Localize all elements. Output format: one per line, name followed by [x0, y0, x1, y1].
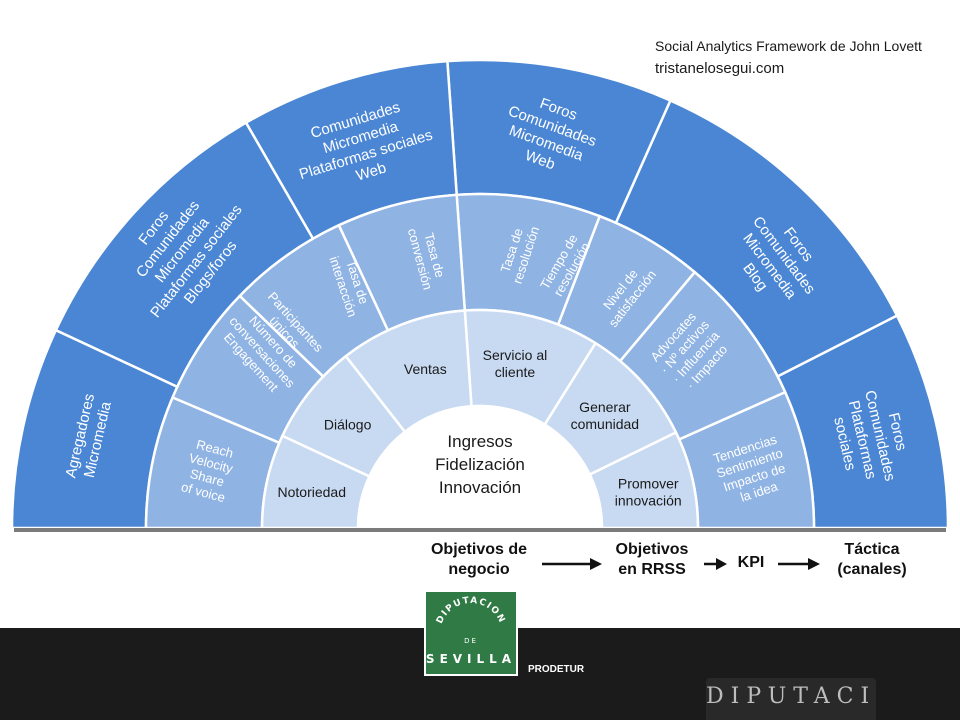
credit-title: Social Analytics Framework de John Lovet…	[655, 38, 922, 54]
footer-watermark: DIPUTACION	[706, 678, 876, 720]
framework-diagram: AgregadoresMicromediaForosComunidadesMic…	[10, 58, 950, 532]
center-label-line: Innovación	[439, 478, 521, 497]
kpi-label-4: Tasa deconversión	[405, 223, 450, 291]
diagram-baseline	[14, 528, 946, 532]
diputacion-logo: DIPUTACION DE SEVILLA	[424, 590, 518, 676]
tactic-label-5: ForosComunidadesMicromediaBlog	[720, 202, 832, 319]
goal-label-4-line: cliente	[495, 364, 536, 380]
goal-label-4-line: Servicio al	[483, 347, 548, 363]
goal-label-5-line: comunidad	[571, 416, 640, 432]
center-label-line: Fidelización	[435, 455, 525, 474]
svg-text:SEVILLA: SEVILLA	[426, 652, 516, 666]
center-label-line: Ingresos	[447, 432, 512, 451]
tactic-label-6: ForosComunidadesPlataformassociales	[826, 385, 916, 491]
goal-label-3-line: Ventas	[404, 361, 447, 377]
goal-label-1-line: Notoriedad	[278, 484, 347, 500]
center-disc	[356, 404, 604, 530]
goal-label-2: Diálogo	[324, 416, 372, 432]
goal-label-6-line: innovación	[615, 493, 682, 509]
footer-label: PRODETUR	[528, 664, 585, 675]
logo-emblem: DIPUTACION DE SEVILLA	[426, 596, 516, 666]
svg-text:DIPUTACION: DIPUTACION	[435, 596, 507, 626]
goal-label-2-line: Diálogo	[324, 416, 372, 432]
flow-step-business-goals: Objetivos de negocio	[430, 541, 528, 578]
goal-label-6-line: Promover	[618, 476, 679, 492]
flow-step-kpi: KPI	[737, 554, 765, 571]
goal-label-1: Notoriedad	[278, 484, 347, 500]
svg-text:DE: DE	[464, 637, 478, 645]
goal-label-5-line: Generar	[579, 399, 631, 415]
goal-label-3: Ventas	[404, 361, 447, 377]
flow-step-tactics: Táctica (canales)	[837, 541, 907, 578]
credit-source: tristanelosegui.com	[655, 60, 785, 77]
footer-watermark-text: DIPUTACION	[706, 684, 876, 709]
flow-step-social-goals: Objetivos en RRSS	[615, 541, 689, 578]
